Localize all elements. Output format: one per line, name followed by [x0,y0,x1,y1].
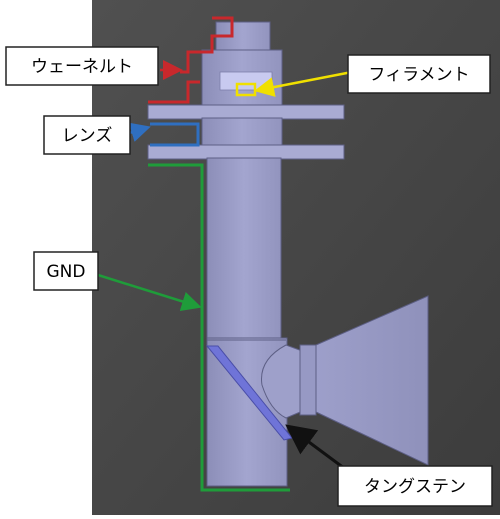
lens-label-box: レンズ [43,115,131,155]
filament-label: フィラメント [368,65,469,85]
gnd-label-box: GND [33,251,99,291]
tungsten-label-box: タングステン [337,465,493,507]
wehnelt-label-box: ウェーネルト [5,46,159,86]
filament-label-box: フィラメント [347,54,491,94]
gnd-label: GND [47,262,86,282]
gnd-callout [97,163,290,492]
tungsten-label: タングステン [364,477,466,497]
column-body [147,21,345,487]
side-port [261,295,429,466]
wehnelt-label: ウェーネルト [31,57,133,77]
wehnelt-callout [148,16,234,104]
filament-window [219,71,273,91]
filament-callout [235,70,353,97]
lens-label: レンズ [62,126,113,146]
